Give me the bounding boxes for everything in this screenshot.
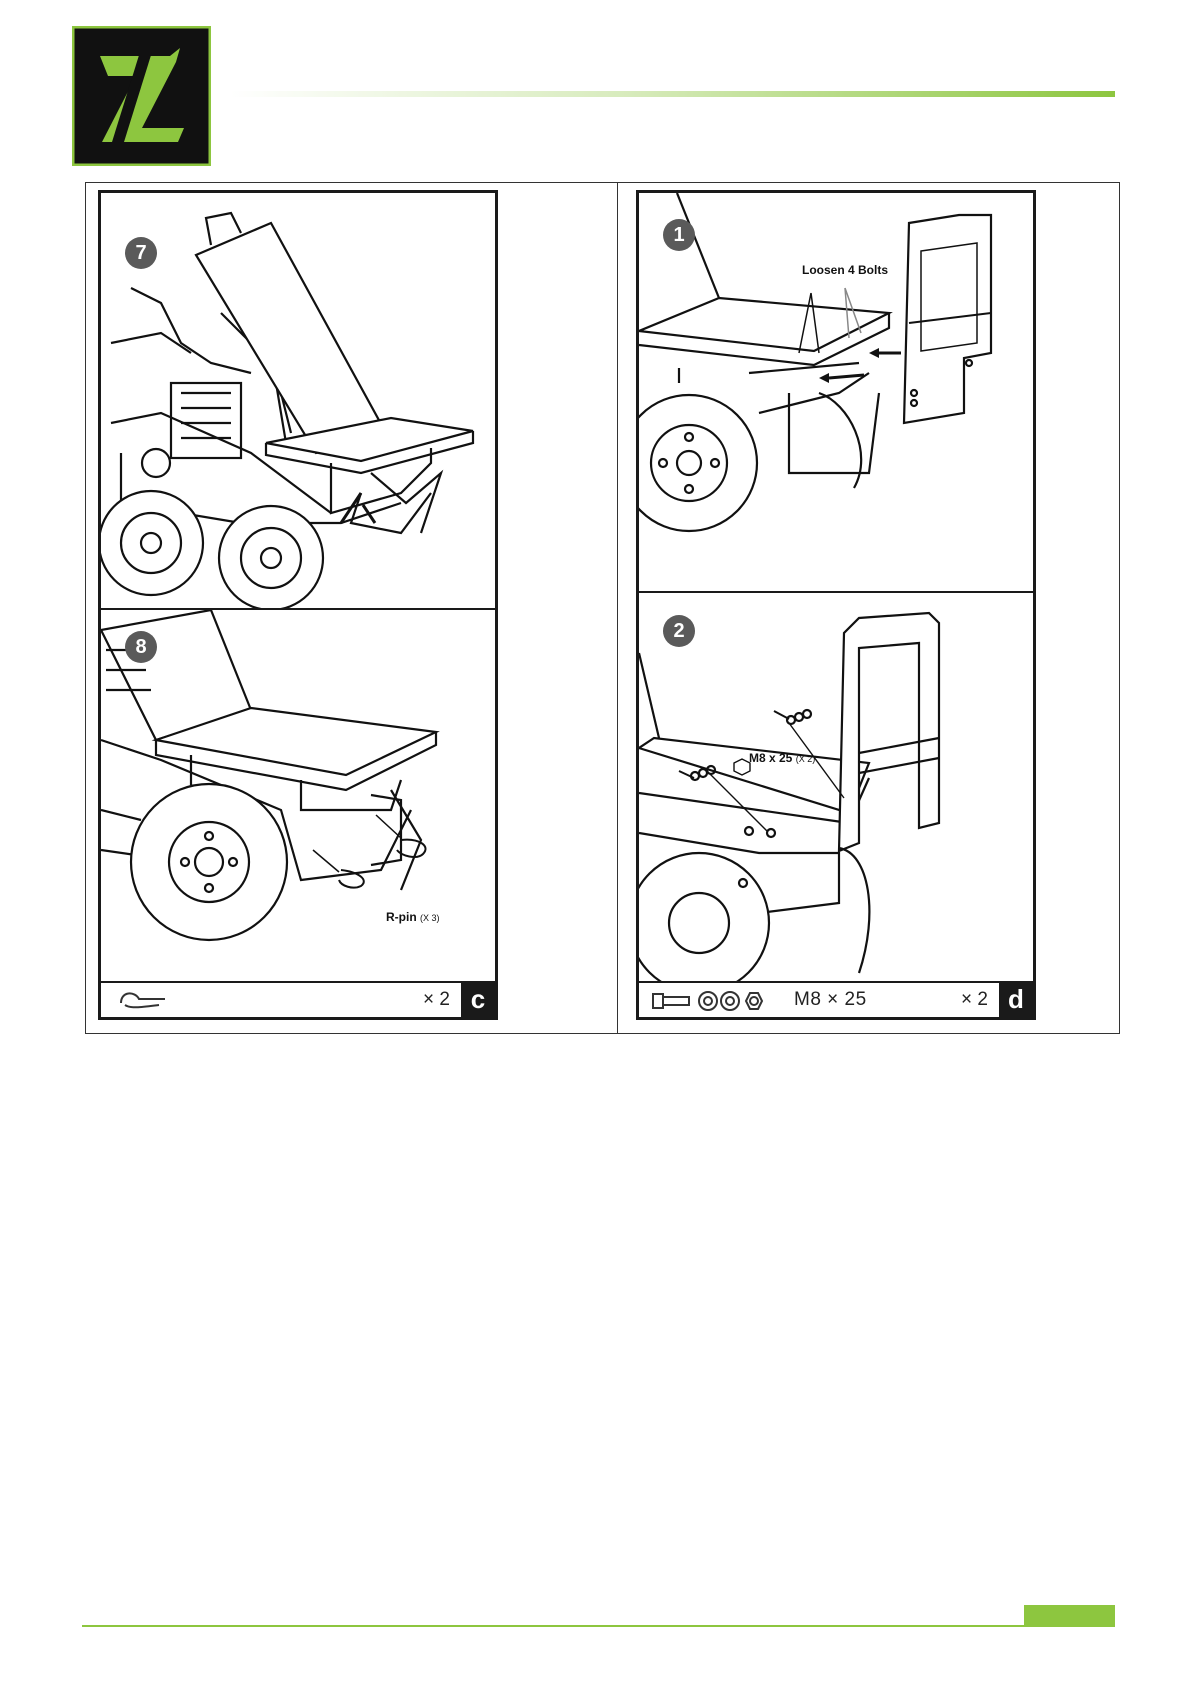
parts-footer: M8 × 25 × 2 d bbox=[639, 981, 1033, 1017]
step-2-illustration bbox=[639, 593, 1036, 988]
m8-bolt-callout: M8 x 25 (X 2) bbox=[749, 751, 815, 765]
washer-icon bbox=[719, 985, 741, 1015]
step-1-illustration bbox=[639, 193, 1036, 591]
header-accent-line bbox=[230, 91, 1115, 97]
washer-icon bbox=[697, 985, 719, 1015]
loosen-bolts-callout: Loosen 4 Bolts bbox=[802, 263, 888, 277]
step-badge: 2 bbox=[663, 615, 695, 647]
nut-icon bbox=[742, 985, 766, 1015]
r-pin-callout: R-pin (X 3) bbox=[386, 910, 440, 924]
panel-letter: c bbox=[461, 983, 495, 1017]
step-8-illustration bbox=[101, 610, 498, 990]
part-size: M8 × 25 bbox=[794, 989, 867, 1011]
footer-accent-line bbox=[82, 1625, 1114, 1627]
callout-label: M8 x 25 bbox=[749, 751, 792, 765]
page-tab bbox=[1024, 1605, 1115, 1627]
brand-logo bbox=[72, 26, 211, 166]
part-quantity: × 2 bbox=[423, 989, 450, 1011]
callout-qty: (X 3) bbox=[420, 913, 440, 923]
column-divider bbox=[617, 182, 618, 1034]
step-badge: 8 bbox=[125, 631, 157, 663]
panel-letter: d bbox=[999, 983, 1033, 1017]
callout-label: R-pin bbox=[386, 910, 417, 924]
r-pin-icon bbox=[113, 985, 173, 1015]
step-7-illustration bbox=[101, 193, 498, 608]
part-quantity: × 2 bbox=[961, 989, 988, 1011]
bolt-icon bbox=[649, 985, 693, 1015]
callout-qty: (X 2) bbox=[796, 754, 816, 764]
step-badge: 1 bbox=[663, 219, 695, 251]
z-logo-icon bbox=[72, 26, 211, 166]
panel-c: 7 8 R-pin (X 3) × 2 c bbox=[98, 190, 498, 1020]
panel-d: 1 Loosen 4 Bolts 2 M8 x 25 (X 2) bbox=[636, 190, 1036, 1020]
parts-footer: × 2 c bbox=[101, 981, 495, 1017]
step-badge: 7 bbox=[125, 237, 157, 269]
